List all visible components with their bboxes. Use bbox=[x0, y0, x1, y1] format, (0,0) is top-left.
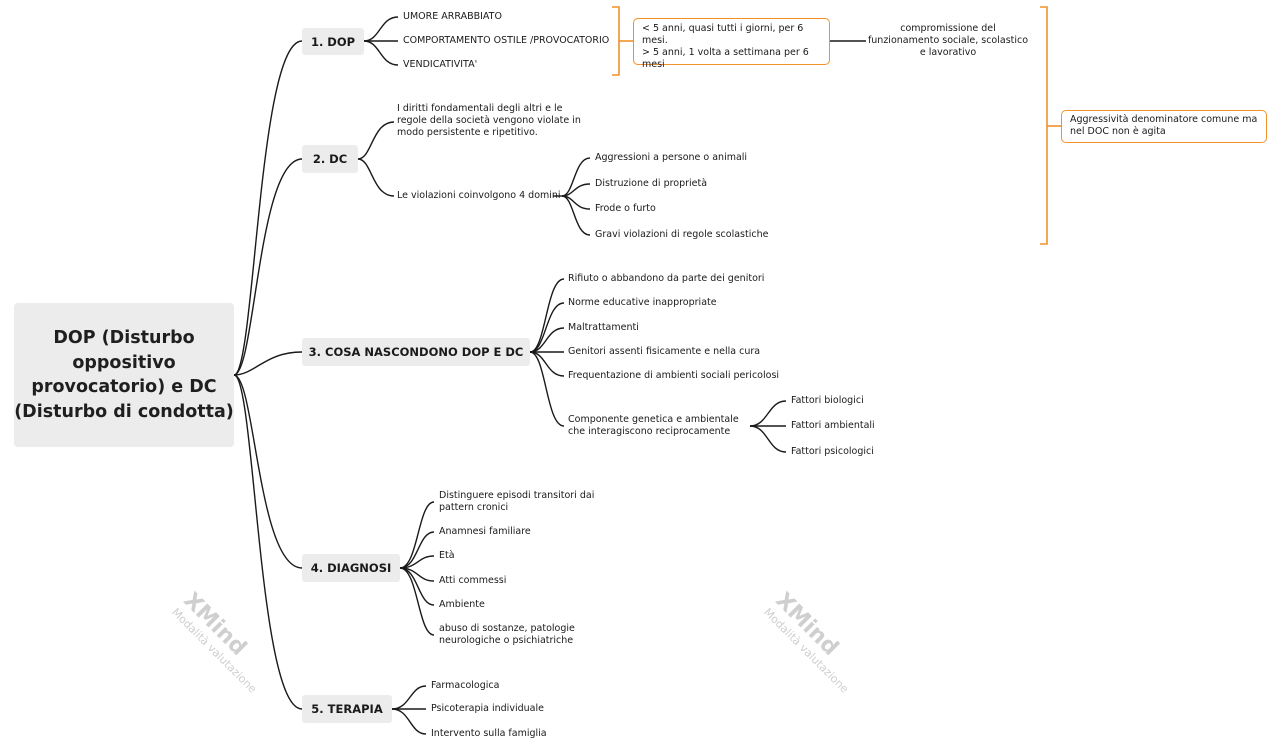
diagnosi-child[interactable]: Ambiente bbox=[439, 599, 485, 610]
branch-diagnosi[interactable]: 4. DIAGNOSI bbox=[302, 554, 400, 582]
dc-domain[interactable]: Distruzione di proprietà bbox=[595, 178, 708, 189]
terapia-child[interactable]: Intervento sulla famiglia bbox=[431, 728, 547, 739]
dc-child[interactable]: I diritti fondamentali degli altri e le … bbox=[397, 103, 581, 138]
factor-item[interactable]: Fattori psicologici bbox=[791, 446, 874, 457]
branch-cause[interactable]: 3. COSA NASCONDONO DOP E DC bbox=[302, 338, 530, 366]
dop-child[interactable]: VENDICATIVITA' bbox=[403, 59, 478, 70]
dop-impact[interactable]: compromissione del funzionamento sociale… bbox=[867, 23, 1029, 58]
root-topic[interactable]: DOP (Disturbo oppositivo provocatorio) e… bbox=[14, 303, 234, 447]
dc-child[interactable]: Le violazioni coinvolgono 4 domini bbox=[397, 190, 561, 201]
overall-summary-box[interactable]: Aggressività denominatore comune ma nel … bbox=[1061, 110, 1267, 143]
dc-domain[interactable]: Gravi violazioni di regole scolastiche bbox=[595, 229, 769, 240]
diagnosi-child[interactable]: abuso di sostanze, patologie neurologich… bbox=[439, 623, 575, 646]
factor-item[interactable]: Fattori ambientali bbox=[791, 420, 875, 431]
terapia-child[interactable]: Farmacologica bbox=[431, 680, 500, 691]
dop-summary-box[interactable]: < 5 anni, quasi tutti i giorni, per 6 me… bbox=[633, 18, 830, 70]
dc-domain[interactable]: Frode o furto bbox=[595, 203, 656, 214]
branch-dop[interactable]: 1. DOP bbox=[302, 28, 364, 55]
diagnosi-child[interactable]: Anamnesi familiare bbox=[439, 526, 531, 537]
diagnosi-child[interactable]: Atti commessi bbox=[439, 575, 507, 586]
cause-child[interactable]: Norme educative inappropriate bbox=[568, 297, 717, 308]
diagnosi-child[interactable]: Distinguere episodi transitori dai patte… bbox=[439, 490, 595, 513]
diagnosi-child[interactable]: Età bbox=[439, 550, 455, 561]
dc-domain[interactable]: Aggressioni a persone o animali bbox=[595, 152, 748, 163]
cause-child[interactable]: Maltrattamenti bbox=[568, 322, 639, 333]
dop-child[interactable]: UMORE ARRABBIATO bbox=[403, 11, 502, 22]
cause-child[interactable]: Frequentazione di ambienti sociali peric… bbox=[568, 370, 780, 381]
dop-child[interactable]: COMPORTAMENTO OSTILE /PROVOCATORIO bbox=[403, 35, 610, 46]
branch-terapia[interactable]: 5. TERAPIA bbox=[302, 695, 392, 723]
cause-child[interactable]: Rifiuto o abbandono da parte dei genitor… bbox=[568, 273, 765, 284]
factor-item[interactable]: Fattori biologici bbox=[791, 395, 864, 406]
cause-child[interactable]: Genitori assenti fisicamente e nella cur… bbox=[568, 346, 761, 357]
branch-dc[interactable]: 2. DC bbox=[302, 145, 358, 173]
cause-child[interactable]: Componente genetica e ambientale che int… bbox=[568, 414, 739, 437]
terapia-child[interactable]: Psicoterapia individuale bbox=[431, 703, 544, 714]
